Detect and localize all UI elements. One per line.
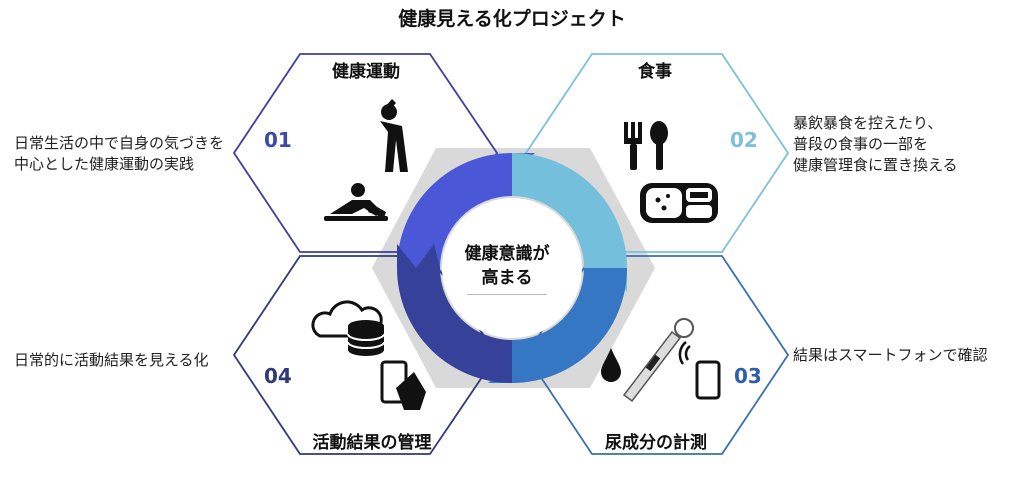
description-exercise-line-2: 中心とした健康運動の実践 (14, 155, 195, 173)
cloud-database-icon (311, 300, 385, 356)
number-exercise: 01 (264, 128, 292, 152)
smartphone-hand-icon (380, 360, 426, 410)
center-divider (467, 294, 547, 295)
bento-box-icon (640, 183, 718, 223)
description-management: 日常的に活動結果を見える化 (14, 350, 209, 371)
page-title: 健康見える化プロジェクト (398, 8, 626, 30)
number-measurement: 03 (734, 364, 762, 388)
ring-segment-manage (397, 244, 512, 383)
description-measurement-line-1: 結果はスマートフォンで確認 (793, 346, 988, 364)
description-meal-line-3: 健康管理食に置き換える (793, 156, 958, 174)
number-management: 04 (264, 364, 292, 388)
urine-sensor-icon (622, 318, 694, 403)
center-line-1: 健康意識が (464, 244, 550, 264)
smartphone-signal-icon (678, 341, 721, 400)
description-exercise-line-1: 日常生活の中で自身の気づきを (14, 134, 225, 152)
description-meal-line-2: 普段の食事の一部を (793, 135, 929, 153)
label-meal: 食事 (638, 62, 672, 82)
description-management-line-1: 日常的に活動結果を見える化 (14, 351, 209, 369)
ring-segment-measure (488, 268, 627, 383)
center-circle (442, 198, 582, 338)
center-message: 健康意識が 高まる (452, 242, 562, 295)
ring-segment-exercise (397, 153, 535, 268)
ring-segment-meal (512, 153, 627, 292)
description-meal-line-1: 暴飲暴食を控えたり、 (793, 114, 943, 132)
label-management: 活動結果の管理 (312, 433, 432, 453)
label-measurement: 尿成分の計測 (605, 433, 707, 453)
stretching-person-icon (380, 99, 408, 172)
center-line-2: 高まる (481, 268, 533, 288)
drop-icon (601, 348, 621, 382)
description-meal: 暴飲暴食を控えたり、 普段の食事の一部を 健康管理食に置き換える (793, 113, 958, 176)
description-measurement: 結果はスマートフォンで確認 (793, 345, 988, 366)
description-exercise: 日常生活の中で自身の気づきを 中心とした健康運動の実践 (14, 133, 224, 175)
label-exercise: 健康運動 (332, 62, 400, 82)
yoga-stretch-icon (324, 183, 388, 221)
fork-spoon-icon (624, 121, 668, 170)
number-meal: 02 (730, 128, 758, 152)
